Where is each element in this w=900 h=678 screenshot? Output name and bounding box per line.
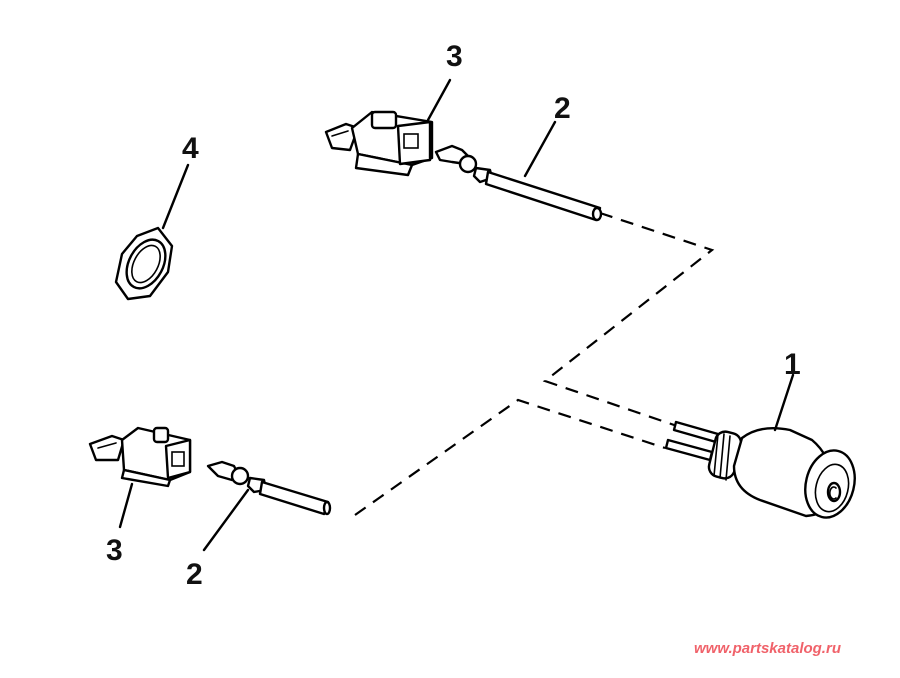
leader-line-2-bottom [202, 488, 250, 552]
callout-4: 4 [182, 132, 199, 165]
watermark-text: www.partskatalog.ru [694, 640, 841, 657]
callout-2-top: 2 [554, 92, 571, 125]
sending-unit[interactable] [664, 420, 862, 523]
callout-3-bottom: 3 [106, 534, 123, 567]
terminal-wire-top[interactable] [434, 144, 603, 222]
dashed-wire-paths [354, 211, 715, 516]
connector-housing-bottom[interactable] [88, 426, 192, 488]
hex-nut[interactable] [114, 226, 174, 301]
leader-line-4 [161, 163, 190, 230]
callout-1: 1 [784, 348, 801, 381]
leader-line-3-bottom [118, 482, 134, 529]
callout-3-top: 3 [446, 40, 463, 73]
terminal-wire-bottom[interactable] [206, 460, 332, 516]
connector-housing-top[interactable] [324, 110, 434, 177]
leader-line-1 [773, 373, 795, 432]
leader-line-3-top [426, 78, 452, 122]
leader-line-2-top [523, 120, 557, 178]
callout-2-bottom: 2 [186, 558, 203, 591]
